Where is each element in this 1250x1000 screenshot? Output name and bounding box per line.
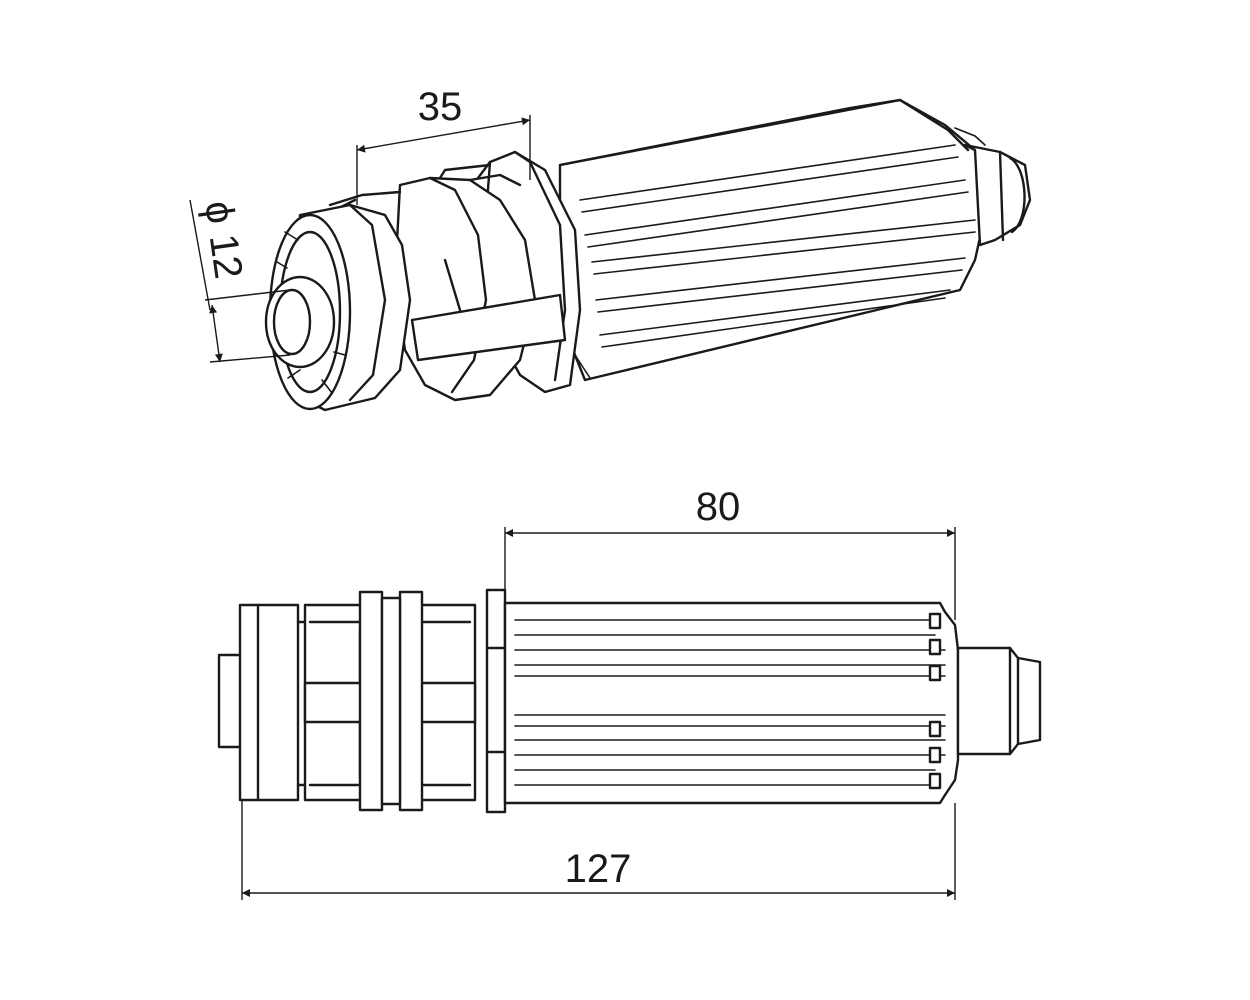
iso-collar [328,163,567,402]
iso-dimension-35: 35 [356,85,531,205]
iso-diameter-label: ϕ 12 [196,198,250,281]
side-ribbed-body [503,601,960,805]
side-dimension-80: 80 [504,485,956,620]
iso-dimension-diameter: ϕ 12 [189,198,291,363]
iso-front-cylinder [264,203,412,412]
side-flange [358,590,424,812]
iso-length-label: 35 [418,85,463,129]
side-end-tip [956,646,1042,756]
side-length-label: 80 [696,485,741,529]
side-hex-flange [485,588,507,814]
overall-length-label: 127 [565,847,632,891]
isometric-view: 35 ϕ 12 [189,85,1032,412]
iso-end-tip [954,127,1032,247]
iso-ribbed-body [558,98,987,382]
side-dimension-127: 127 [241,800,956,900]
side-view: 80 127 [217,485,1042,900]
side-front-cylinder [238,603,312,802]
